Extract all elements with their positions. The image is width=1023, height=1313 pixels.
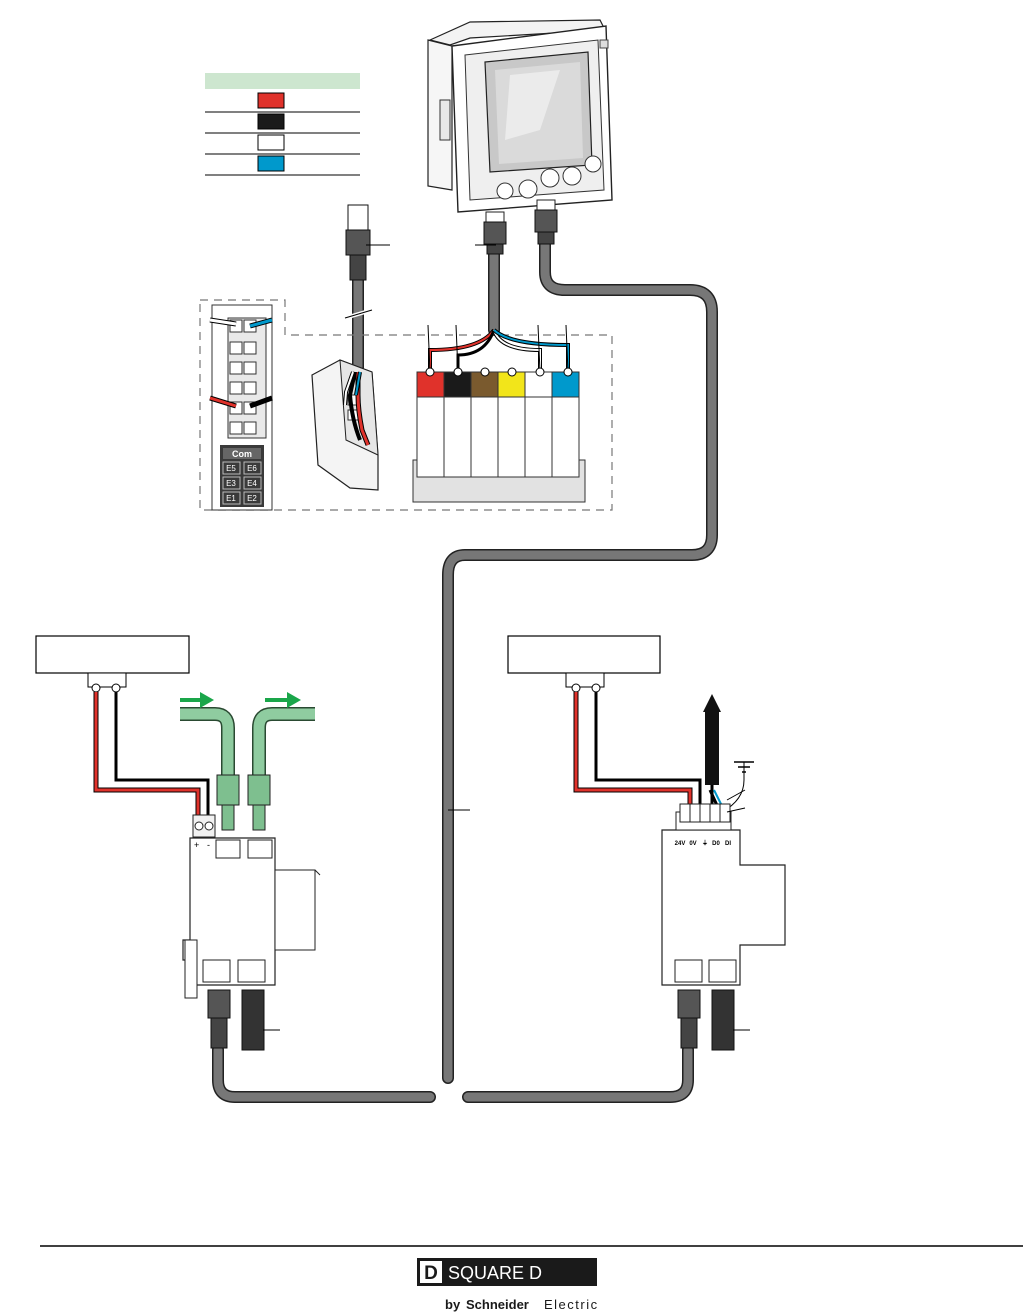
- terminal-label-e5: E5: [226, 464, 236, 473]
- rj45-port-left-1: [202, 959, 231, 983]
- display-unit: [427, 19, 613, 213]
- legend-swatch-white: [257, 134, 285, 151]
- logo-brand: SQUARE D: [448, 1263, 542, 1283]
- color-slot-blue: [551, 371, 580, 398]
- rj45-cable-main: [212, 234, 718, 1103]
- display-rj45-plugs: [475, 199, 558, 255]
- terminal-label-com: Com: [232, 449, 252, 459]
- terminal-plus-label: +: [194, 840, 199, 850]
- terminal-label-e1: E1: [226, 494, 236, 503]
- ethernet-port-1: [215, 839, 241, 859]
- io-label-0v: 0V: [689, 841, 696, 847]
- io-label-ground: ⏚: [702, 840, 708, 847]
- terminal-block: Com E5 E6 E3 E4 E1 E2: [209, 304, 273, 511]
- terminal-label-e6: E6: [247, 464, 257, 473]
- rj45-port-right-1: [674, 959, 703, 983]
- terminal-minus-label: -: [207, 840, 210, 850]
- green-ethernet-cables: [180, 692, 315, 831]
- color-legend: [205, 73, 360, 176]
- square-d-logo: D SQUARE D by Schneider Electric: [417, 1258, 599, 1312]
- io-module-right: 24V 0V ⏚ D0 DI: [661, 789, 786, 1051]
- wiring-detail-box: [199, 299, 613, 511]
- green-arrow-left: [180, 692, 214, 708]
- rj45-port-right-2: [708, 959, 737, 983]
- terminal-label-e2: E2: [247, 494, 257, 503]
- legend-swatch-red: [257, 92, 285, 109]
- terminal-label-e4: E4: [247, 479, 257, 488]
- legend-header: [205, 73, 360, 89]
- ethernet-port-2: [247, 839, 273, 859]
- logo-schneider: Schneider: [466, 1297, 529, 1312]
- connector-module: [311, 359, 379, 491]
- io-label-d0: D0: [712, 841, 720, 847]
- logo-electric: Electric: [544, 1297, 599, 1312]
- shielded-cable-output: [703, 694, 754, 813]
- legend-swatch-black: [257, 113, 285, 130]
- rj45-plug-standalone: [344, 204, 390, 320]
- terminator-plug-right: [711, 989, 735, 1051]
- rj45-port-left-2: [237, 959, 266, 983]
- power-supply-left: [35, 635, 190, 693]
- io-label-di: DI: [725, 841, 731, 847]
- terminal-label-e3: E3: [226, 479, 236, 488]
- green-arrow-right: [265, 692, 301, 708]
- logo-by: by: [445, 1297, 461, 1312]
- interface-module-left: + -: [182, 814, 321, 1051]
- legend-swatch-blue: [257, 155, 285, 172]
- wire-color-breakout: [412, 324, 586, 503]
- terminator-plug-left: [241, 989, 265, 1051]
- power-supply-right: [507, 635, 661, 693]
- logo-letter: D: [424, 1263, 438, 1284]
- io-label-24v: 24V: [675, 841, 686, 847]
